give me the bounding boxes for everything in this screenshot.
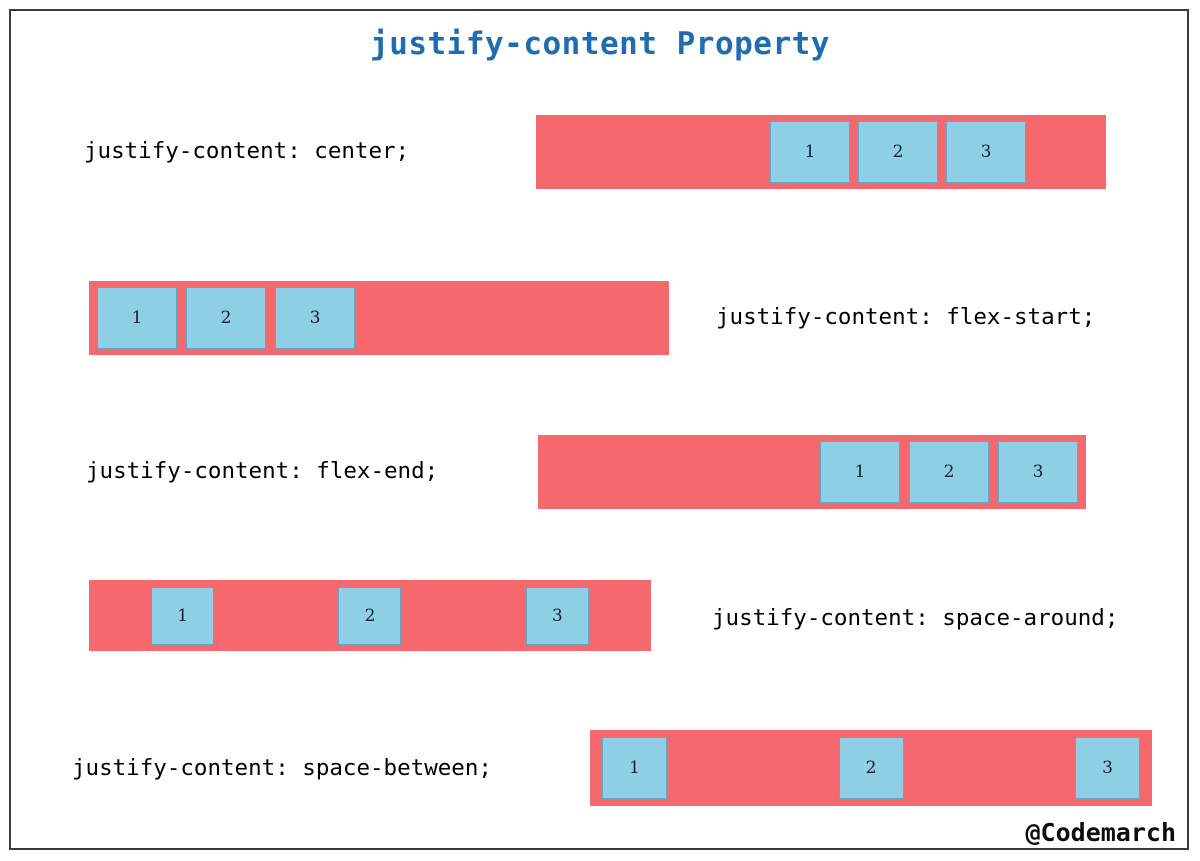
row-label-space-between: justify-content: space-between;: [72, 755, 492, 781]
flex-item: 2: [858, 121, 938, 183]
flex-item: 1: [151, 586, 215, 645]
flex-item: 3: [525, 586, 589, 645]
row-label-center: justify-content: center;: [84, 138, 410, 164]
flex-item: 3: [1075, 737, 1140, 799]
flex-container-flex-end: 1 2 3: [538, 435, 1086, 509]
flex-container-flex-start: 1 2 3: [89, 281, 669, 355]
demo-row-flex-end: justify-content: flex-end; 1 2 3: [0, 435, 1200, 509]
row-label-flex-end: justify-content: flex-end;: [86, 458, 439, 484]
flex-item: 3: [946, 121, 1026, 183]
demo-row-space-around: justify-content: space-around; 1 2 3: [0, 580, 1200, 651]
watermark-credit: @Codemarch: [1025, 818, 1176, 847]
flex-item: 2: [186, 287, 266, 349]
flex-item: 3: [275, 287, 355, 349]
page-title: justify-content Property: [370, 26, 830, 62]
flex-item: 2: [909, 441, 989, 503]
demo-row-center: justify-content: center; 1 2 3: [0, 115, 1200, 189]
flex-container-space-around: 1 2 3: [89, 580, 651, 651]
flex-item: 2: [338, 586, 402, 645]
flex-container-center: 1 2 3: [536, 115, 1106, 189]
flex-item: 1: [770, 121, 850, 183]
demo-row-space-between: justify-content: space-between; 1 2 3: [0, 730, 1200, 806]
flex-item: 3: [998, 441, 1078, 503]
row-label-flex-start: justify-content: flex-start;: [716, 304, 1096, 330]
row-label-space-around: justify-content: space-around;: [712, 605, 1119, 631]
flex-container-space-between: 1 2 3: [590, 730, 1152, 806]
flex-item: 1: [820, 441, 900, 503]
flex-item: 2: [838, 737, 904, 799]
flex-item: 1: [602, 737, 667, 799]
demo-row-flex-start: justify-content: flex-start; 1 2 3: [0, 281, 1200, 355]
flex-item: 1: [97, 287, 177, 349]
